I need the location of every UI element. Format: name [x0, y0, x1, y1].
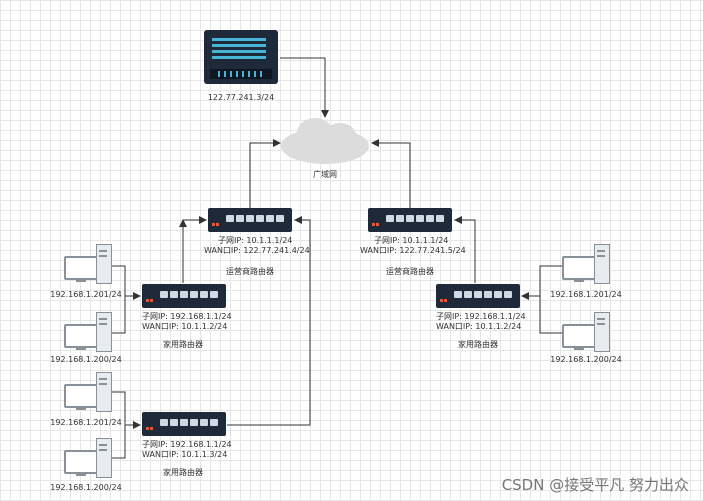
home-router-1-wan: WAN口IP: 10.1.1.2/24: [142, 322, 228, 331]
link-home3-isp: [454, 216, 476, 283]
host-ip-label: 192.168.1.201/24: [550, 290, 622, 299]
host-ip-label: 192.168.1.200/24: [550, 355, 622, 364]
pc-icon: [64, 372, 112, 412]
isp-router-right-wan: WAN口IP: 122.77.241.5/24: [360, 246, 466, 255]
isp-router-left-wan: WAN口IP: 122.77.241.4/24: [204, 246, 310, 255]
isp-router-left-name: 运营商路由器: [226, 267, 274, 276]
link-home2-isp: [227, 216, 311, 426]
pc-icon: [562, 312, 610, 352]
link-server-cloud: [280, 57, 329, 118]
home-router-2-wan: WAN口IP: 10.1.1.3/24: [142, 450, 228, 459]
link-isp-right-cloud: [371, 139, 411, 208]
isp-router-right-name: 运营商路由器: [386, 267, 434, 276]
isp-router-left-subnet: 子网IP: 10.1.1.1/24: [218, 236, 293, 245]
host-ip-label: 192.168.1.201/24: [50, 290, 122, 299]
pc-icon: [64, 312, 112, 352]
home-router-1-name: 家用路由器: [163, 340, 203, 349]
home-router-2-subnet: 子网IP: 192.168.1.1/24: [142, 440, 232, 449]
pc-icon: [64, 244, 112, 284]
isp-router-right-subnet: 子网IP: 10.1.1.1/24: [374, 236, 449, 245]
home-router-3-subnet: 子网IP: 192.168.1.1/24: [436, 312, 526, 321]
watermark: CSDN @接受平凡 努力出众: [501, 476, 689, 494]
link-isp-left-cloud: [249, 139, 281, 208]
server-ip-label: 122.77.241.3/24: [207, 93, 275, 102]
pc-icon: [64, 438, 112, 478]
cloud-label: 广域网: [313, 170, 337, 179]
home-router-1-icon: [142, 284, 226, 308]
host-ip-label: 192.168.1.201/24: [50, 418, 122, 427]
home-router-3-name: 家用路由器: [458, 340, 498, 349]
isp-router-left-icon: [208, 208, 292, 232]
server-icon: [204, 30, 278, 84]
host-ip-label: 192.168.1.200/24: [50, 355, 122, 364]
cloud-icon: [281, 118, 369, 164]
home-router-2-name: 家用路由器: [163, 468, 203, 477]
isp-router-right-icon: [368, 208, 452, 232]
host-ip-label: 192.168.1.200/24: [50, 483, 122, 492]
home-router-3-wan: WAN口IP: 10.1.1.2/24: [436, 322, 522, 331]
home-router-2-icon: [142, 412, 226, 436]
pc-icon: [562, 244, 610, 284]
home-router-1-subnet: 子网IP: 192.168.1.1/24: [142, 312, 232, 321]
home-router-3-icon: [436, 284, 520, 308]
